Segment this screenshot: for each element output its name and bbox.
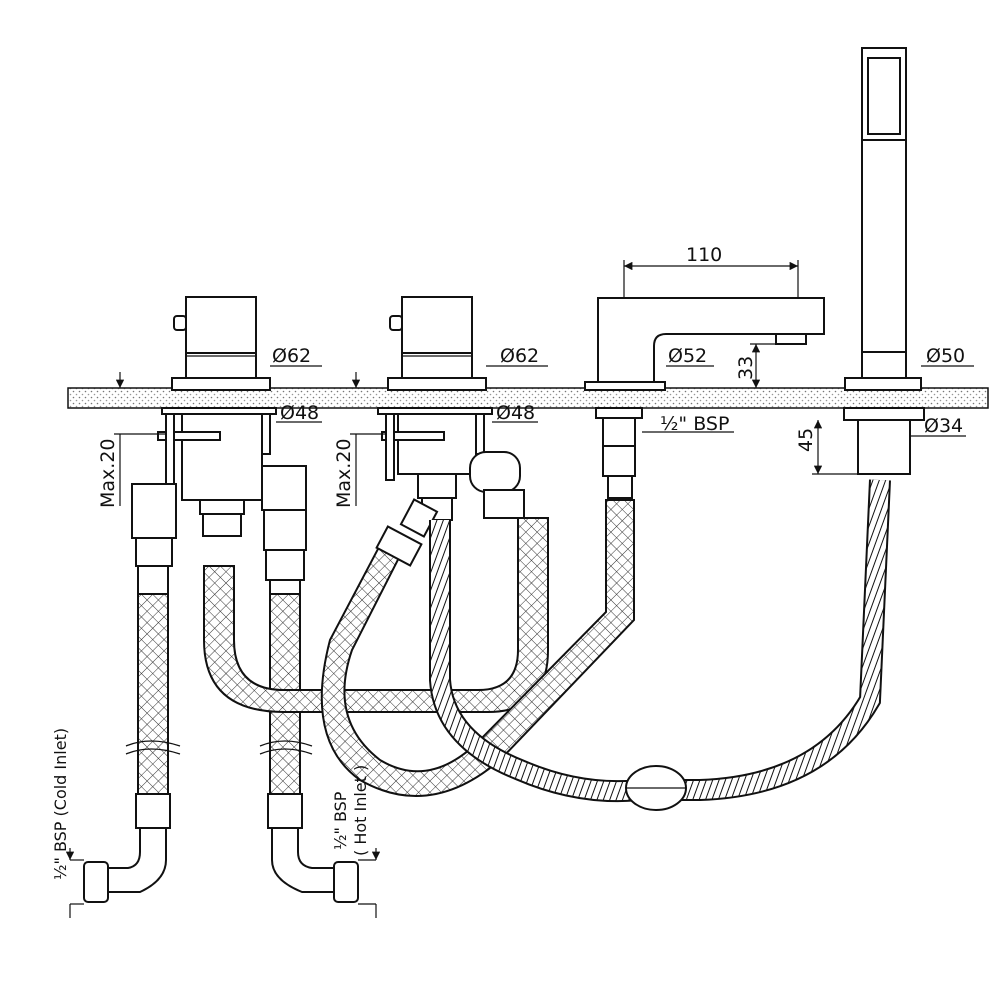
dim-d48-mid: Ø48	[496, 402, 535, 424]
dim-max20-mid: Max.20	[333, 439, 355, 509]
middle-valve	[377, 296, 525, 521]
dim-d62-mid: Ø62	[500, 345, 539, 367]
shower-handset	[843, 47, 925, 475]
dim-d62-left: Ø62	[272, 345, 311, 367]
hoses	[83, 479, 891, 903]
cold-inlet-label: ½" BSP (Cold Inlet)	[51, 728, 70, 880]
dim-d34: Ø34	[924, 415, 963, 437]
left-valve	[157, 296, 307, 551]
dim-d52: Ø52	[668, 345, 707, 367]
break-marks	[125, 740, 313, 755]
bath-spout	[584, 297, 825, 499]
dim-height-45: 45	[795, 428, 817, 452]
hot-inlet-label-line2: ( Hot Inlet )	[351, 765, 370, 856]
dimension-lines	[65, 260, 974, 918]
hot-inlet-label-line1: ½" BSP	[331, 791, 350, 850]
dim-spout-height: 33	[735, 356, 757, 380]
dim-spout-length: 110	[686, 244, 722, 266]
dim-d50: Ø50	[926, 345, 965, 367]
dim-bsp-spout: ½" BSP	[660, 413, 729, 435]
dim-max20-left: Max.20	[97, 439, 119, 509]
dim-d48-left: Ø48	[280, 402, 319, 424]
deck-surface	[67, 387, 989, 409]
